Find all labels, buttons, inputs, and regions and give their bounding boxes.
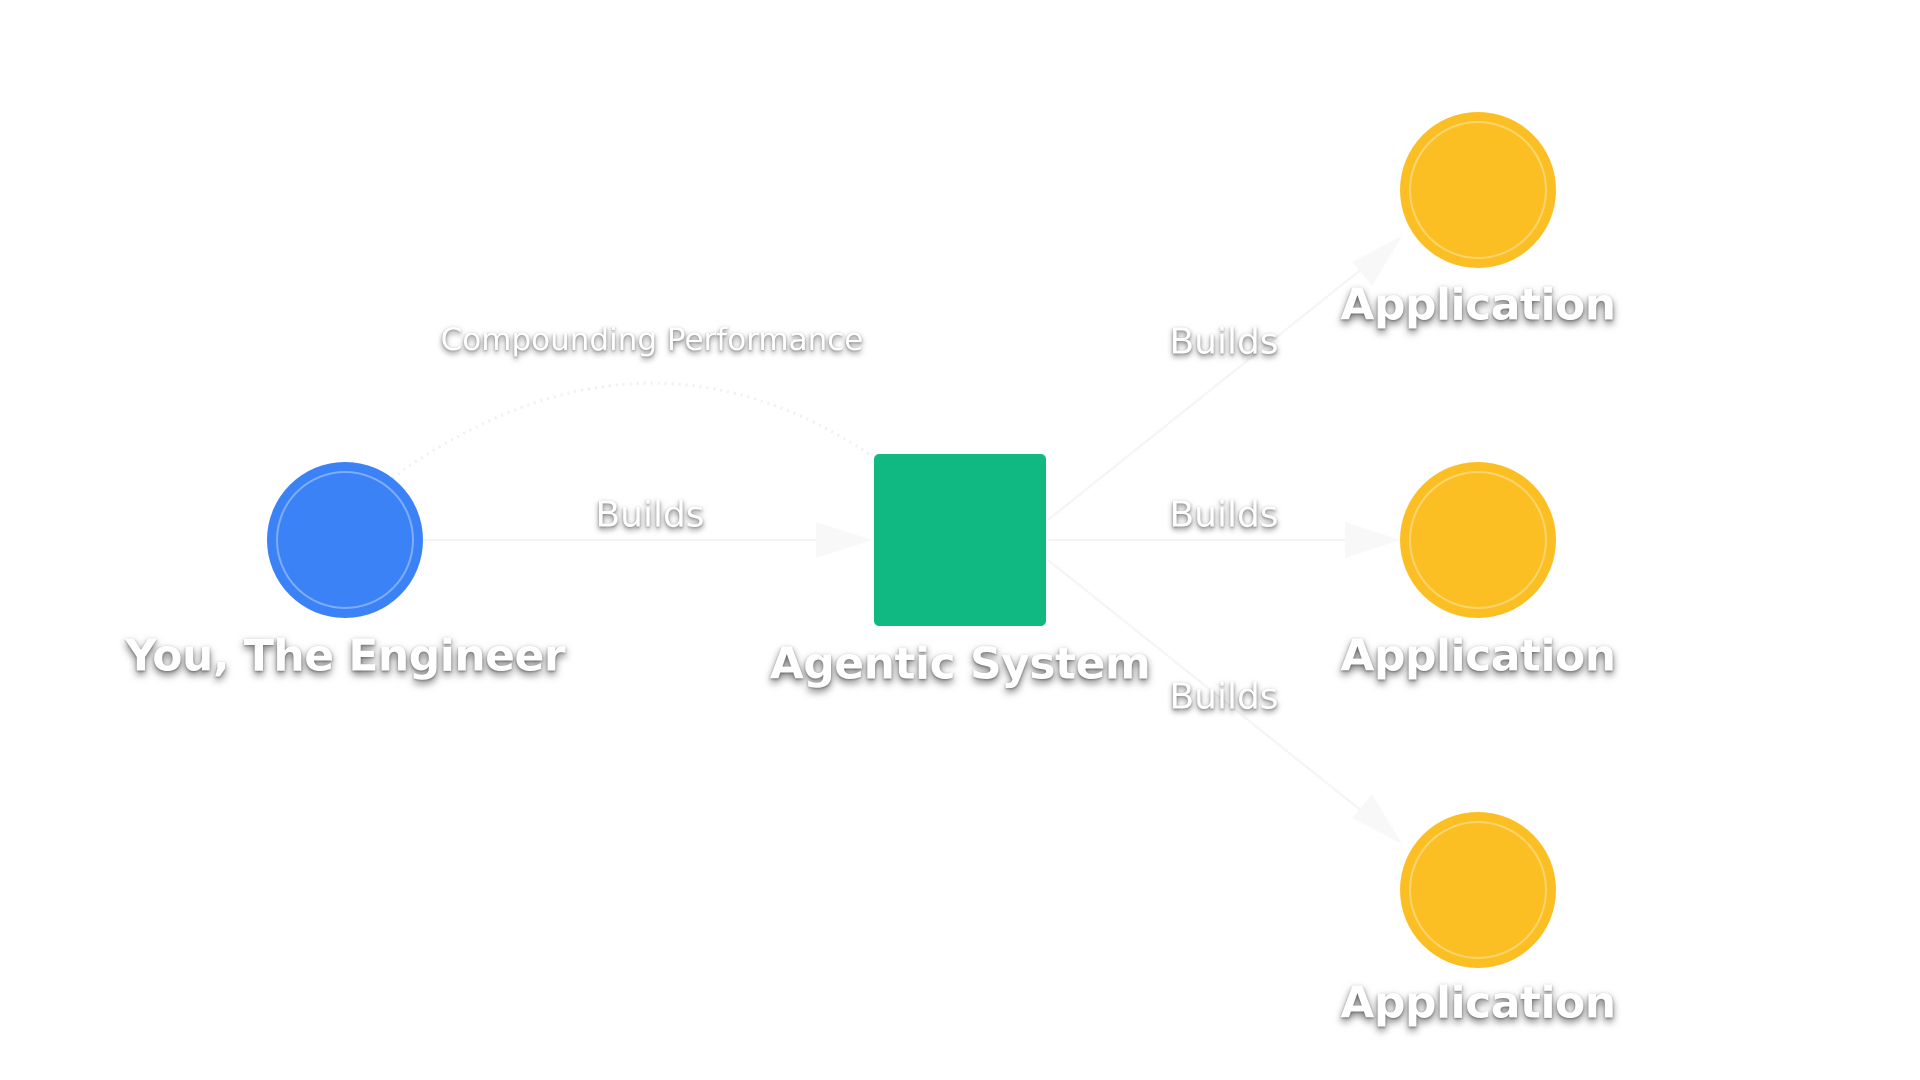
node-application-3[interactable]	[1400, 812, 1556, 968]
edge-label-engineer-to-agentic: Builds	[595, 494, 705, 536]
edge-label-agentic-to-app1: Builds	[1169, 321, 1279, 363]
edge-label-agentic-to-app3: Builds	[1169, 676, 1279, 718]
node-agentic-system[interactable]	[874, 454, 1046, 626]
node-label-application-1: Application	[1340, 279, 1616, 331]
node-engineer[interactable]	[267, 462, 423, 618]
edge-agentic-to-app1	[1047, 239, 1399, 521]
arrowhead-agentic-to-app3	[1352, 794, 1402, 844]
arrowhead-engineer-to-agentic	[816, 522, 872, 558]
arrowhead-agentic-to-app1	[1352, 236, 1402, 286]
node-application-1[interactable]	[1400, 112, 1556, 268]
edge-label-compounding-performance: Compounding Performance	[440, 322, 864, 358]
edge-label-agentic-to-app2: Builds	[1169, 494, 1279, 536]
node-label-application-3: Application	[1340, 977, 1616, 1029]
node-application-2[interactable]	[1400, 462, 1556, 618]
node-label-application-2: Application	[1340, 630, 1616, 682]
node-label-agentic-system: Agentic System	[769, 638, 1151, 690]
edge-compounding-performance	[391, 381, 873, 480]
arrowhead-agentic-to-app2	[1345, 522, 1400, 558]
edge-agentic-to-app3	[1047, 559, 1399, 841]
node-label-engineer: You, The Engineer	[124, 630, 566, 682]
